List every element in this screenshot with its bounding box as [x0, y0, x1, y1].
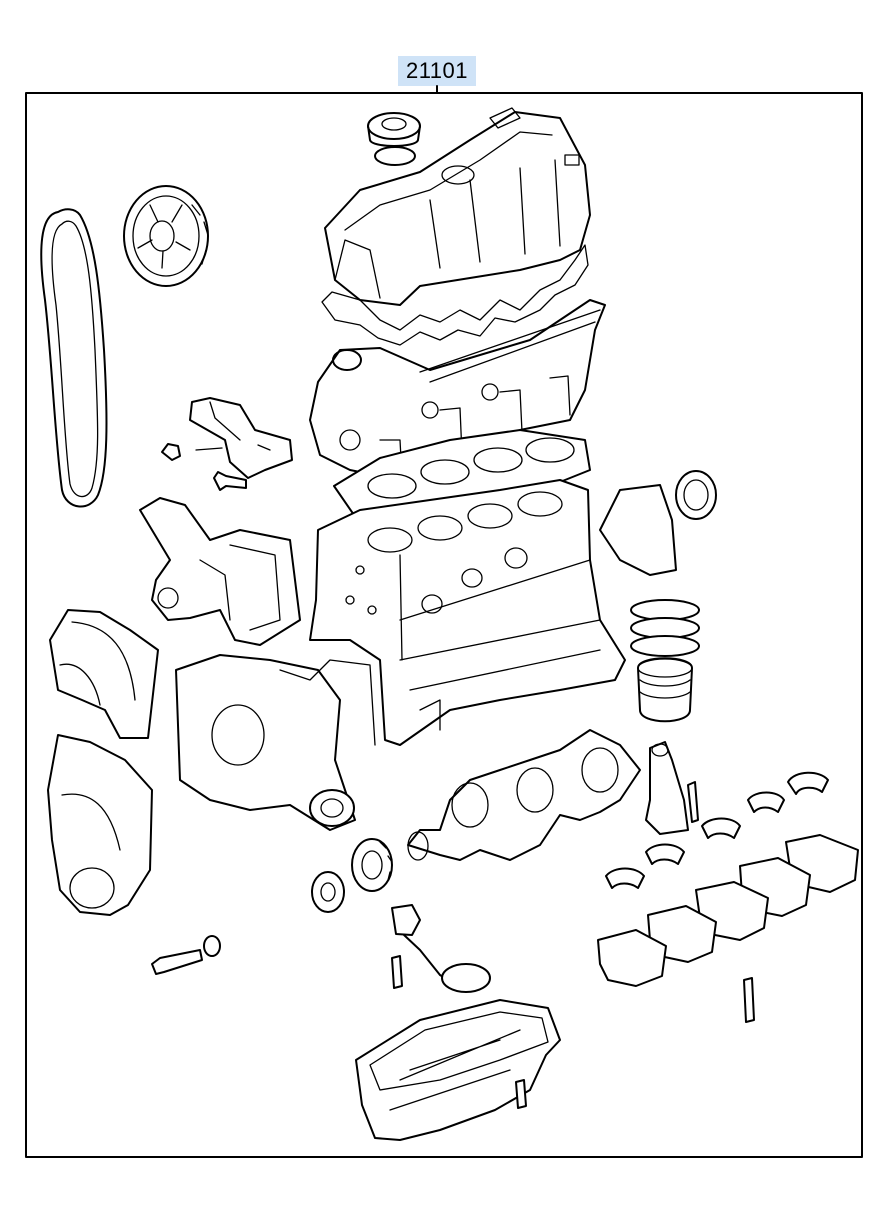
engine-mount-bracket-icon — [189, 397, 293, 479]
bolt-icon — [195, 447, 247, 491]
rear-oil-seal-case-icon — [599, 470, 717, 576]
oil-strainer-icon — [391, 904, 491, 993]
rocker-cover-gasket-icon — [321, 244, 589, 346]
crankshaft-icon — [407, 729, 641, 861]
timing-belt-upper-cover-icon — [49, 609, 159, 739]
water-pump-icon — [139, 497, 301, 646]
cylinder-head-icon — [309, 299, 606, 479]
diagram-frame — [25, 92, 863, 1158]
crank-sprocket-icon — [351, 838, 393, 892]
nut-icon — [161, 443, 181, 461]
timing-belt-lower-cover-icon — [47, 734, 153, 916]
piston-icon — [637, 657, 693, 723]
bearing-shells-icon — [605, 771, 829, 889]
rocker-cover-icon — [324, 107, 591, 306]
flange-icon — [311, 871, 345, 913]
piston-rings-icon — [630, 599, 700, 657]
loose-bolt-icon — [151, 935, 221, 975]
connecting-rod-icon — [645, 741, 699, 835]
camshaft-sprocket-icon — [123, 185, 209, 287]
oil-pan-icon — [355, 999, 561, 1141]
cylinder-block-icon — [309, 479, 626, 746]
oil-pump-case-icon — [175, 654, 376, 831]
part-number-label[interactable]: 21101 — [398, 56, 476, 86]
bearing-caps-icon — [597, 834, 859, 1023]
timing-belt-icon — [40, 208, 108, 508]
